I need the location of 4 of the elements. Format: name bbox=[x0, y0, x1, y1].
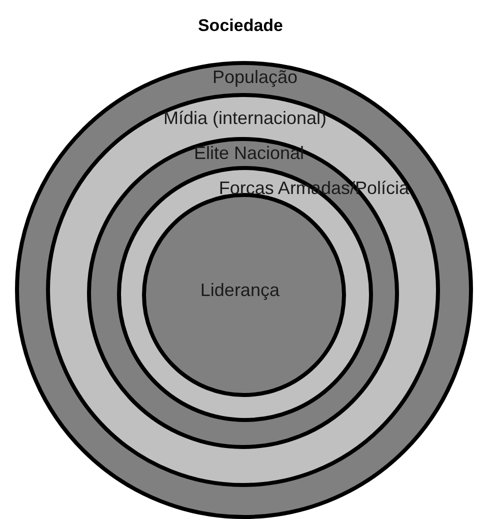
ring-label: Mídia (internacional) bbox=[163, 108, 327, 128]
diagram-title: Sociedade bbox=[196, 16, 284, 36]
ring-label: Liderança bbox=[200, 280, 280, 300]
ring-label: População bbox=[212, 67, 298, 87]
